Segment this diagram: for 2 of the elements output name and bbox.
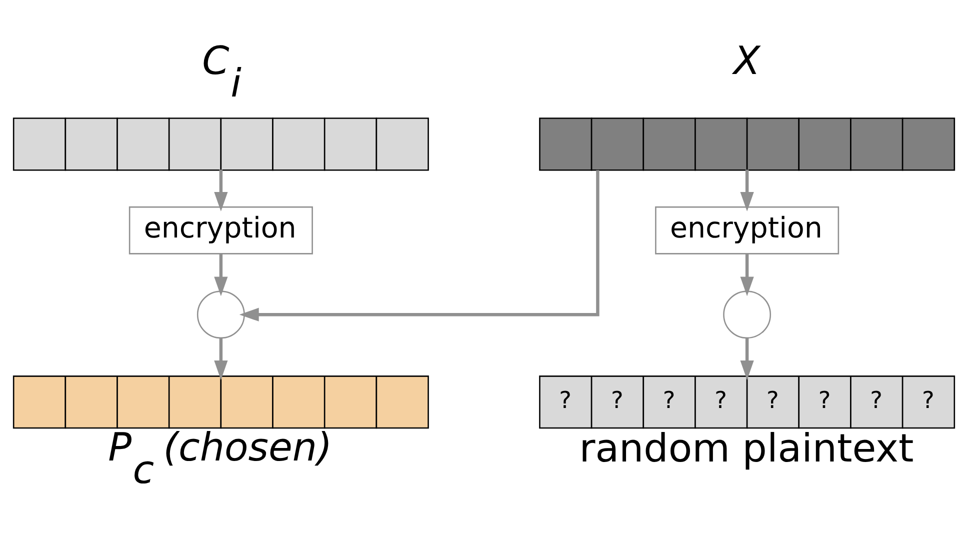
node-label: random plaintext bbox=[579, 426, 914, 472]
node-label: X bbox=[733, 39, 760, 84]
